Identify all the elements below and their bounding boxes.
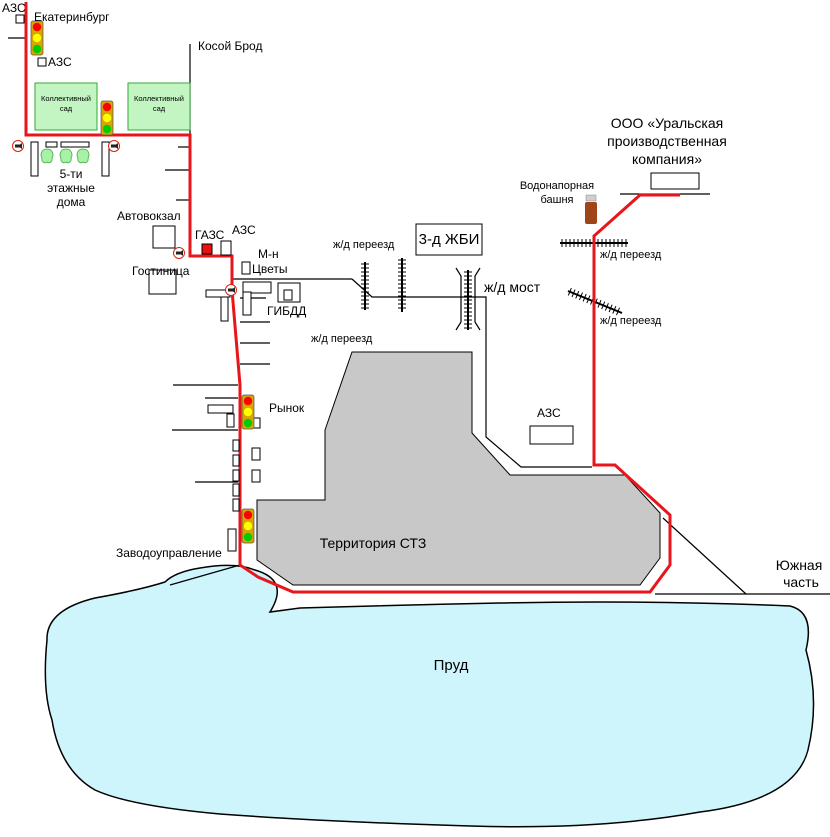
- railway-track-icon: [398, 258, 406, 312]
- label-company-2: производственная: [607, 133, 727, 149]
- tree-icon: [76, 148, 90, 164]
- label-houses-1: 5-ти: [60, 167, 83, 181]
- label-ekaterinburg: Екатеринбург: [34, 10, 110, 24]
- traffic-camera-icon: [173, 247, 185, 259]
- label-azs-right: АЗС: [537, 406, 561, 420]
- label-rail-bridge: ж/д мост: [484, 279, 541, 295]
- label-azs-small: АЗС: [48, 55, 72, 69]
- label-rail-crossing-2: ж/д переезд: [311, 333, 373, 345]
- label-rail-crossing-4: ж/д переезд: [600, 315, 662, 327]
- buildings: [15, 14, 700, 552]
- roads: [8, 37, 830, 595]
- traffic-light-icon: [241, 394, 255, 430]
- bridge-brackets: [455, 267, 481, 331]
- water-tower-top: [585, 194, 597, 202]
- traffic-light-icon: [100, 100, 114, 136]
- traffic-light-icon: [30, 20, 44, 56]
- railway-track-icon: [464, 270, 472, 330]
- stz-territory: [256, 351, 661, 586]
- garden-right: [127, 82, 191, 131]
- tree-icon: [40, 148, 90, 164]
- label-stz-territory: Территория СТЗ: [320, 535, 427, 551]
- label-mn-1: М-н: [258, 247, 279, 261]
- label-houses-2: этажные: [47, 181, 95, 195]
- label-rail-crossing-3: ж/д переезд: [600, 249, 662, 261]
- water-tower-icon: [585, 202, 597, 224]
- label-south-2: часть: [783, 574, 819, 590]
- label-company-3: компания»: [632, 151, 702, 167]
- label-south-1: Южная: [776, 557, 823, 573]
- label-rail-crossing-1: ж/д переезд: [333, 239, 395, 251]
- label-tower-1: Водонапорная: [520, 180, 594, 192]
- railway-track-icon: [361, 262, 369, 310]
- label-avtovokzal: Автовокзал: [117, 209, 181, 223]
- label-azs-top-left: АЗС: [2, 1, 26, 15]
- traffic-lights: [30, 20, 255, 544]
- garden-left: [34, 82, 98, 131]
- traffic-camera-icon: [108, 140, 120, 152]
- label-kosoy-brod: Косой Брод: [198, 39, 262, 53]
- label-houses-3: дома: [57, 195, 86, 209]
- label-azs-center: АЗС: [232, 223, 256, 237]
- traffic-light-icon: [241, 508, 255, 544]
- label-company-1: ООО «Уральская: [611, 115, 723, 131]
- label-zavodoupravlenie: Заводоуправление: [116, 546, 222, 560]
- gazs-station: [201, 243, 213, 255]
- pond: [44, 564, 815, 828]
- route-path: [24, 2, 680, 594]
- label-gibdd: ГИБДД: [267, 304, 306, 318]
- label-gazs: ГАЗС: [195, 228, 225, 242]
- traffic-camera-icon: [225, 284, 237, 296]
- label-tower-2: башня: [540, 194, 573, 206]
- label-gostinitsa: Гостиница: [132, 264, 190, 278]
- label-mn-2: Цветы: [252, 262, 288, 276]
- traffic-camera-icon: [12, 140, 237, 296]
- label-rynok: Рынок: [269, 401, 305, 415]
- tree-icon: [59, 148, 73, 164]
- label-zhbi: 3-д ЖБИ: [419, 231, 480, 248]
- tree-icon: [40, 148, 54, 164]
- label-prud: Пруд: [434, 657, 469, 674]
- railway-track-icon: [361, 239, 628, 331]
- traffic-camera-icon: [12, 140, 24, 152]
